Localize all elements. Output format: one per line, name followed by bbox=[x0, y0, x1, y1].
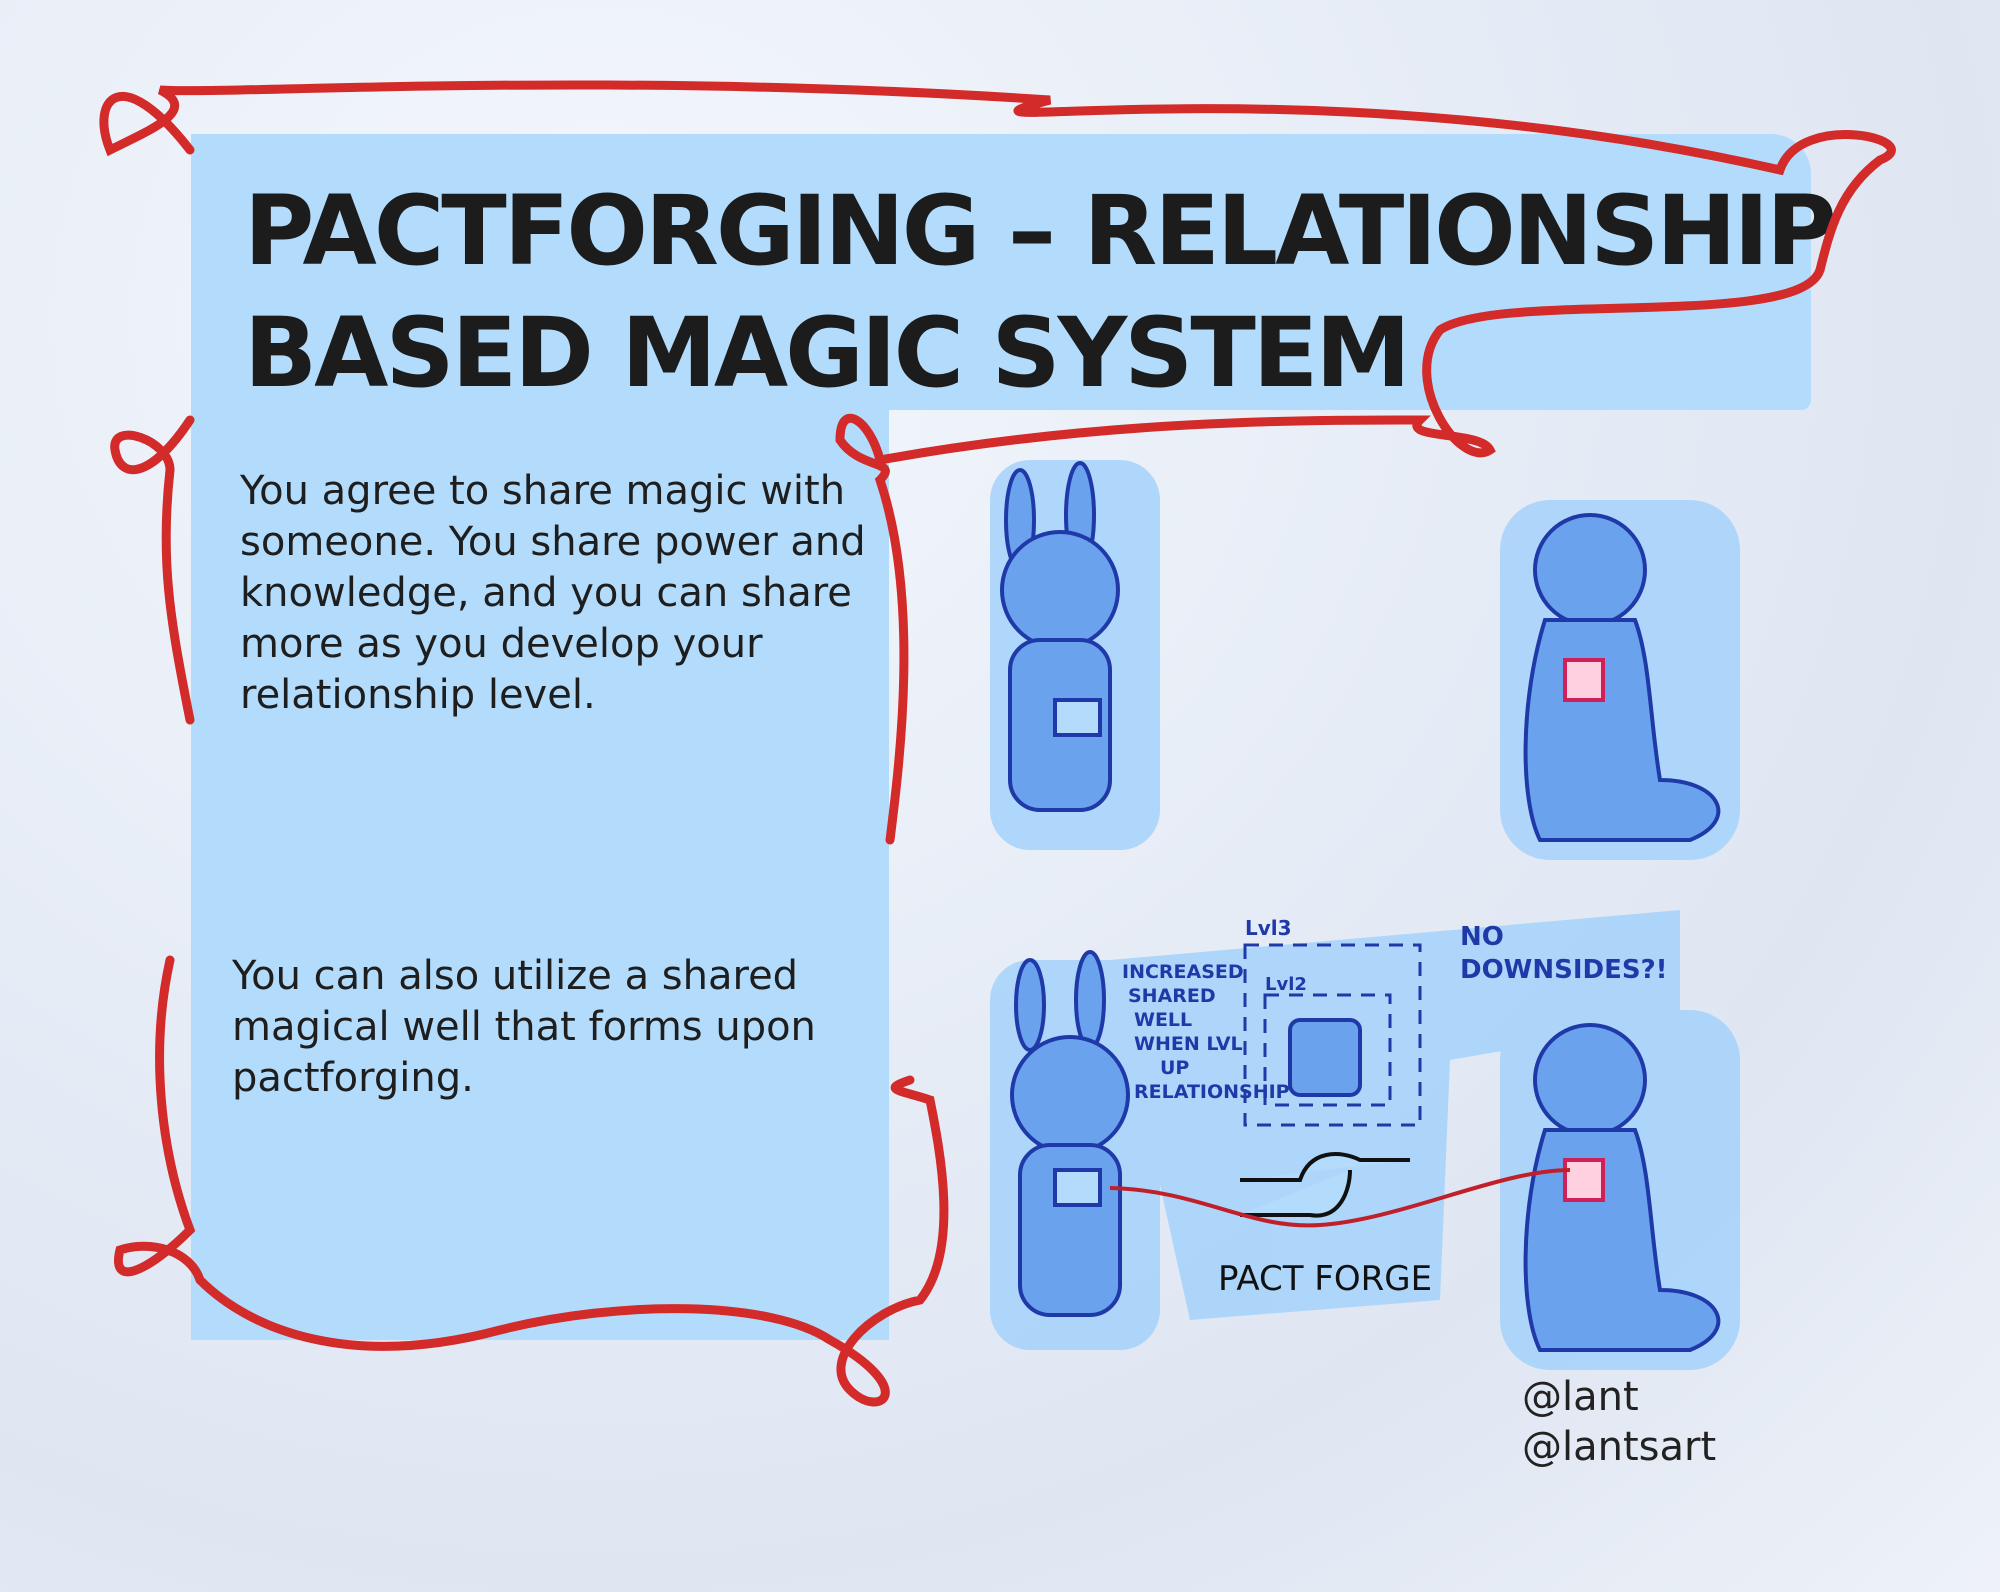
well-paragraph: You can also utilize a shared magical we… bbox=[232, 953, 816, 1101]
serpent-character-bottom bbox=[1523, 1023, 1721, 1352]
svg-text:WELL: WELL bbox=[1134, 1009, 1192, 1031]
handle-primary: @lant bbox=[1522, 1374, 1639, 1420]
svg-text:UP: UP bbox=[1160, 1057, 1189, 1079]
text-panel bbox=[191, 408, 889, 1340]
description-paragraph: You agree to share magic with someone. Y… bbox=[240, 468, 866, 718]
level2-label: Lvl2 bbox=[1265, 974, 1307, 995]
well-diagram bbox=[1243, 943, 1422, 1127]
well-icon bbox=[1288, 1018, 1362, 1097]
title-panel bbox=[191, 134, 1811, 410]
title-line-2: BASED MAGIC SYSTEM bbox=[244, 297, 1411, 409]
svg-text:WHEN LVL: WHEN LVL bbox=[1134, 1033, 1243, 1055]
no-downsides-label: NO DOWNSIDES?! bbox=[1460, 922, 1668, 985]
bunny-character-top bbox=[1000, 461, 1120, 812]
serpent-character-top bbox=[1523, 513, 1721, 842]
svg-text:NO: NO bbox=[1460, 922, 1504, 952]
svg-text:SHARED: SHARED bbox=[1128, 985, 1216, 1007]
level3-label: Lvl3 bbox=[1245, 916, 1292, 940]
handle-secondary: @lantsart bbox=[1522, 1424, 1717, 1470]
svg-text:RELATIONSHIP: RELATIONSHIP bbox=[1134, 1081, 1290, 1103]
page-title: PACTFORGING – RELATIONSHIP BASED MAGIC S… bbox=[244, 170, 1837, 414]
increase-label: INCREASED SHARED WELL WHEN LVL UP RELATI… bbox=[1122, 961, 1290, 1103]
fist-bump-icon bbox=[1240, 1152, 1410, 1218]
artist-credits: @lant @lantsart bbox=[1522, 1372, 1716, 1472]
red-string-border bbox=[99, 80, 1896, 1407]
red-thread bbox=[1109, 1168, 1571, 1228]
pact-forge-label: PACT FORGE bbox=[1218, 1259, 1432, 1299]
title-line-1: PACTFORGING – RELATIONSHIP bbox=[244, 175, 1837, 287]
svg-text:INCREASED: INCREASED bbox=[1122, 961, 1244, 983]
svg-text:DOWNSIDES?!: DOWNSIDES?! bbox=[1460, 955, 1668, 985]
bunny-character-bottom bbox=[1010, 950, 1130, 1317]
